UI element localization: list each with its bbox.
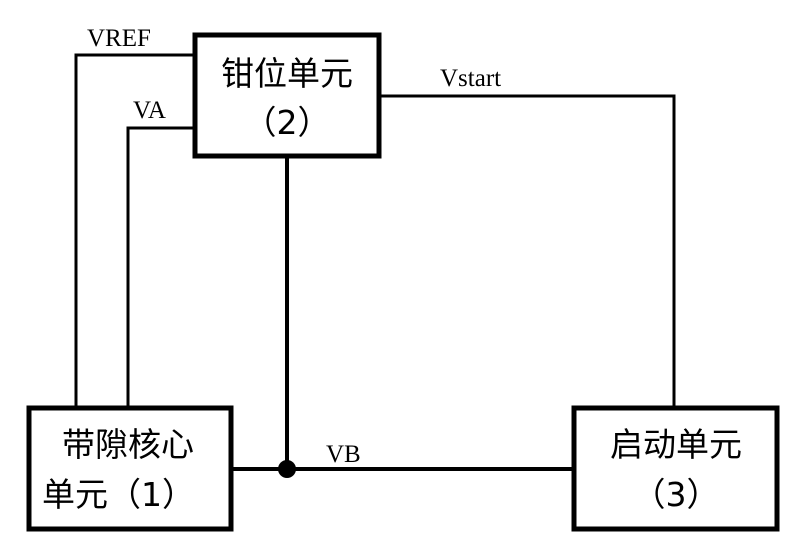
block-clamp-label-line1: 钳位单元 (221, 54, 353, 93)
vb-junction-dot (278, 460, 296, 478)
signal-label-vstart: Vstart (440, 65, 501, 92)
signal-label-vref: VREF (87, 25, 151, 52)
va-wire (126, 126, 195, 407)
block-clamp-label-line2: （2） (244, 103, 331, 142)
signal-label-va: VA (133, 97, 166, 124)
block-bandgap-core-label-line1: 带隙核心 (62, 425, 194, 464)
block-startup (571, 405, 780, 532)
signal-label-vb: VB (326, 441, 361, 468)
block-startup-label-line1: 启动单元 (610, 425, 742, 464)
block-clamp (192, 32, 382, 159)
vref-wire (74, 53, 195, 407)
block-bandgap-core-label-line2: 单元（1） (42, 475, 195, 514)
vstart-wire (379, 94, 676, 407)
block-startup-label-line2: （3） (633, 475, 720, 514)
block-bandgap-core (26, 405, 234, 532)
